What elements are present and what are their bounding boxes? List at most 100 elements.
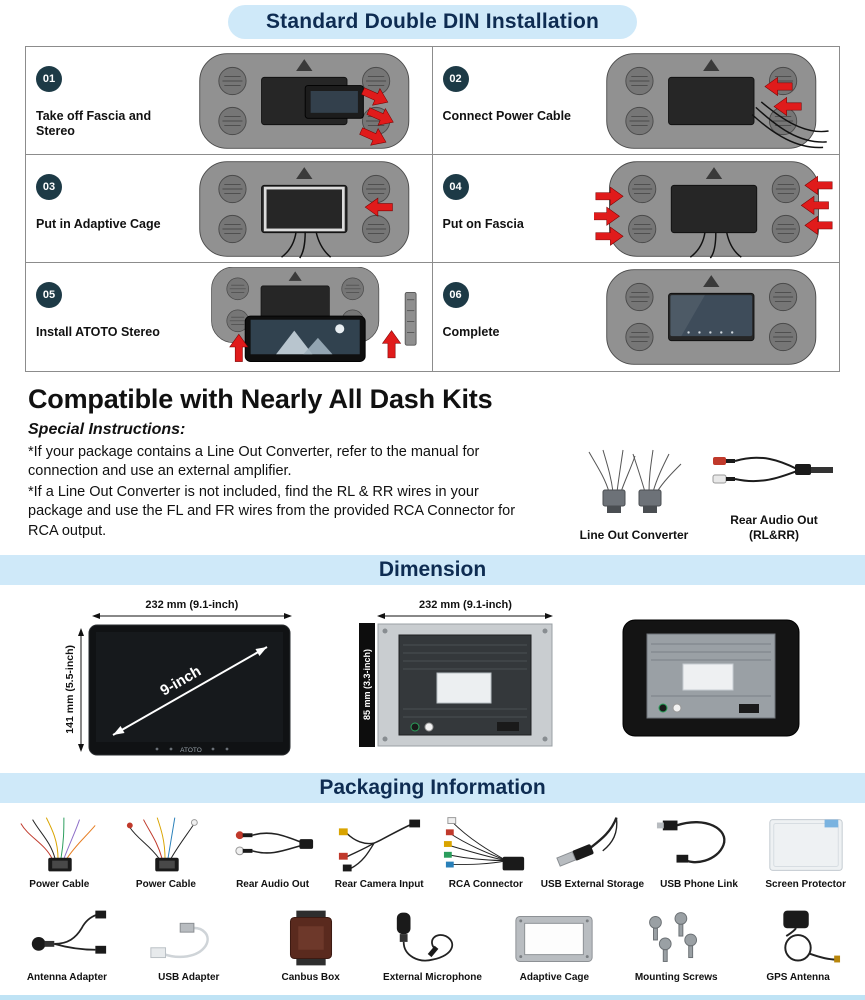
package-item-label: Power Cable (29, 878, 90, 890)
step-cell-06: 06 Complete (433, 263, 840, 371)
package-item: Screen Protector (752, 813, 859, 890)
step-number-badge: 01 (36, 66, 62, 92)
package-item: Mounting Screws (615, 906, 737, 983)
install-stereo-icon (187, 267, 417, 362)
step-cell-01: 01 Take off Fascia and Stereo (26, 47, 433, 155)
packaging-section-title: Packaging Information (0, 772, 865, 803)
package-item: USB Adapter (128, 906, 250, 983)
bottom-divider (0, 995, 865, 1000)
package-item-label: Adaptive Cage (519, 971, 590, 983)
step-03-illustration (186, 159, 428, 259)
rear-depth-label: 85 mm (3.3-inch) (362, 649, 373, 721)
step-label: Take off Fascia and Stereo (36, 109, 152, 138)
package-item-label: Antenna Adapter (26, 971, 108, 983)
rca-connector-icon (443, 816, 524, 871)
screen-protector-icon (769, 818, 843, 871)
step-04-illustration (593, 159, 836, 259)
instruction-line-2: *If a Line Out Converter is not included… (28, 484, 516, 539)
page-header: Standard Double DIN Installation (0, 0, 865, 39)
front-display-icon: 9-inch ATOTO (88, 624, 291, 756)
gps-antenna-icon (783, 910, 841, 963)
external-microphone-icon (396, 912, 453, 961)
rear-width-label: 232 mm (9.1-inch) (419, 598, 512, 611)
brand-label: ATOTO (180, 747, 202, 754)
compatibility-title: Compatible with Nearly All Dash Kits (28, 384, 493, 414)
rear-audio-out-sublabel: (RL&RR) (749, 527, 799, 542)
step-cell-02: 02 Connect Power Cable (432, 47, 839, 155)
package-item-label: Mounting Screws (634, 971, 718, 983)
step-meta: 01 Take off Fascia and Stereo (36, 51, 186, 150)
step-label: Install ATOTO Stereo (36, 325, 160, 339)
package-item: USB Phone Link (646, 813, 753, 890)
step-label: Complete (442, 325, 500, 339)
instruction-line-1: *If your package contains a Line Out Con… (28, 444, 480, 480)
compatibility-section: Compatible with Nearly All Dash Kits Spe… (0, 372, 865, 549)
power-cable-icon (126, 817, 198, 872)
package-item-label: Canbus Box (281, 971, 340, 983)
horizontal-dimension-arrow (91, 612, 292, 619)
step-number-badge: 04 (442, 174, 469, 200)
page-title: Standard Double DIN Installation (227, 5, 638, 39)
special-instructions-label: Special Instructions: (28, 421, 186, 438)
line-out-converter-figure: Line Out Converter (579, 446, 689, 543)
step-01-illustration (186, 51, 428, 151)
step-meta: 06 Complete (442, 267, 593, 367)
dashboard-connect-cable-icon (594, 51, 829, 151)
step-05-illustration (186, 267, 428, 367)
step-meta: 02 Connect Power Cable (442, 51, 593, 150)
packaging-row-1: Power Cable Power Cable Rear Audio Out (0, 803, 865, 890)
power-cable-icon (20, 817, 96, 872)
dimension-section: 232 mm (9.1-inch) 141 mm (5.5-inch) (0, 585, 865, 767)
rear-unit-frame-icon (622, 619, 800, 737)
package-item-label: USB Phone Link (660, 878, 738, 890)
package-item-label: External Microphone (383, 971, 482, 983)
package-item: Rear Camera Input (326, 813, 433, 890)
package-item: GPS Antenna (737, 906, 859, 983)
usb-phone-link-icon (657, 820, 726, 863)
front-height-dimension: 141 mm (5.5-inch) (63, 627, 85, 752)
package-item: Antenna Adapter (6, 906, 128, 983)
package-item-label: Rear Audio Out (236, 878, 310, 890)
rear-camera-input-icon (339, 819, 421, 872)
step-label: Put in Adaptive Cage (36, 217, 161, 231)
step-number-badge: 06 (442, 282, 469, 308)
package-item: Power Cable (6, 813, 113, 890)
dimension-front-view: 232 mm (9.1-inch) 141 mm (5.5-inch) (64, 599, 292, 757)
step-cell-03: 03 Put in Adaptive Cage (26, 155, 433, 263)
package-item: Adaptive Cage (493, 906, 615, 983)
dashboard-adaptive-cage-icon (187, 159, 427, 258)
step-meta: 05 Install ATOTO Stereo (36, 267, 186, 367)
packaging-row-2: Antenna Adapter USB Adapter Canbus Box E… (0, 890, 865, 983)
front-height-label: 141 mm (5.5-inch) (63, 645, 76, 734)
step-label: Connect Power Cable (442, 109, 572, 123)
compatibility-figures: Line Out Converter Rear Audio Out (RL&RR… (539, 384, 839, 543)
step-06-illustration (593, 267, 836, 367)
step-label: Put on Fascia (442, 217, 524, 231)
rear-audio-out-figure: Rear Audio Out (RL&RR) (709, 431, 839, 543)
package-item-label: GPS Antenna (766, 971, 830, 983)
front-width-label: 232 mm (9.1-inch) (145, 598, 239, 611)
step-number-badge: 03 (36, 174, 62, 200)
step-cell-04: 04 Put on Fascia (432, 155, 839, 263)
installation-steps-grid: 01 Take off Fascia and Stereo 02 Connect… (25, 46, 840, 372)
usb-adapter-icon (150, 922, 209, 958)
mounting-screws-icon (649, 911, 698, 962)
step-meta: 04 Put on Fascia (442, 159, 593, 258)
package-item: USB External Storage (539, 813, 646, 890)
step-number-badge: 02 (442, 66, 469, 92)
horizontal-dimension-arrow (377, 612, 554, 619)
package-item: External Microphone (372, 906, 494, 983)
dimension-rear-cage-view: 232 mm (9.1-inch) 85 mm (3.3-inch) (359, 598, 554, 747)
dashboard-remove-stereo-icon (187, 51, 427, 151)
package-item: Rear Audio Out (219, 813, 326, 890)
package-item-label: Rear Camera Input (334, 878, 424, 890)
rear-audio-out-cable-icon (712, 456, 833, 484)
package-item: Canbus Box (250, 906, 372, 983)
adaptive-cage-icon (515, 915, 593, 962)
canbus-box-icon (289, 910, 332, 966)
dimension-section-title: Dimension (0, 554, 865, 585)
complete-dashboard-icon (594, 267, 834, 367)
rear-unit-cage-icon (377, 623, 553, 747)
dimension-rear-frame-view (621, 618, 801, 738)
dashboard-put-fascia-icon (593, 159, 833, 259)
